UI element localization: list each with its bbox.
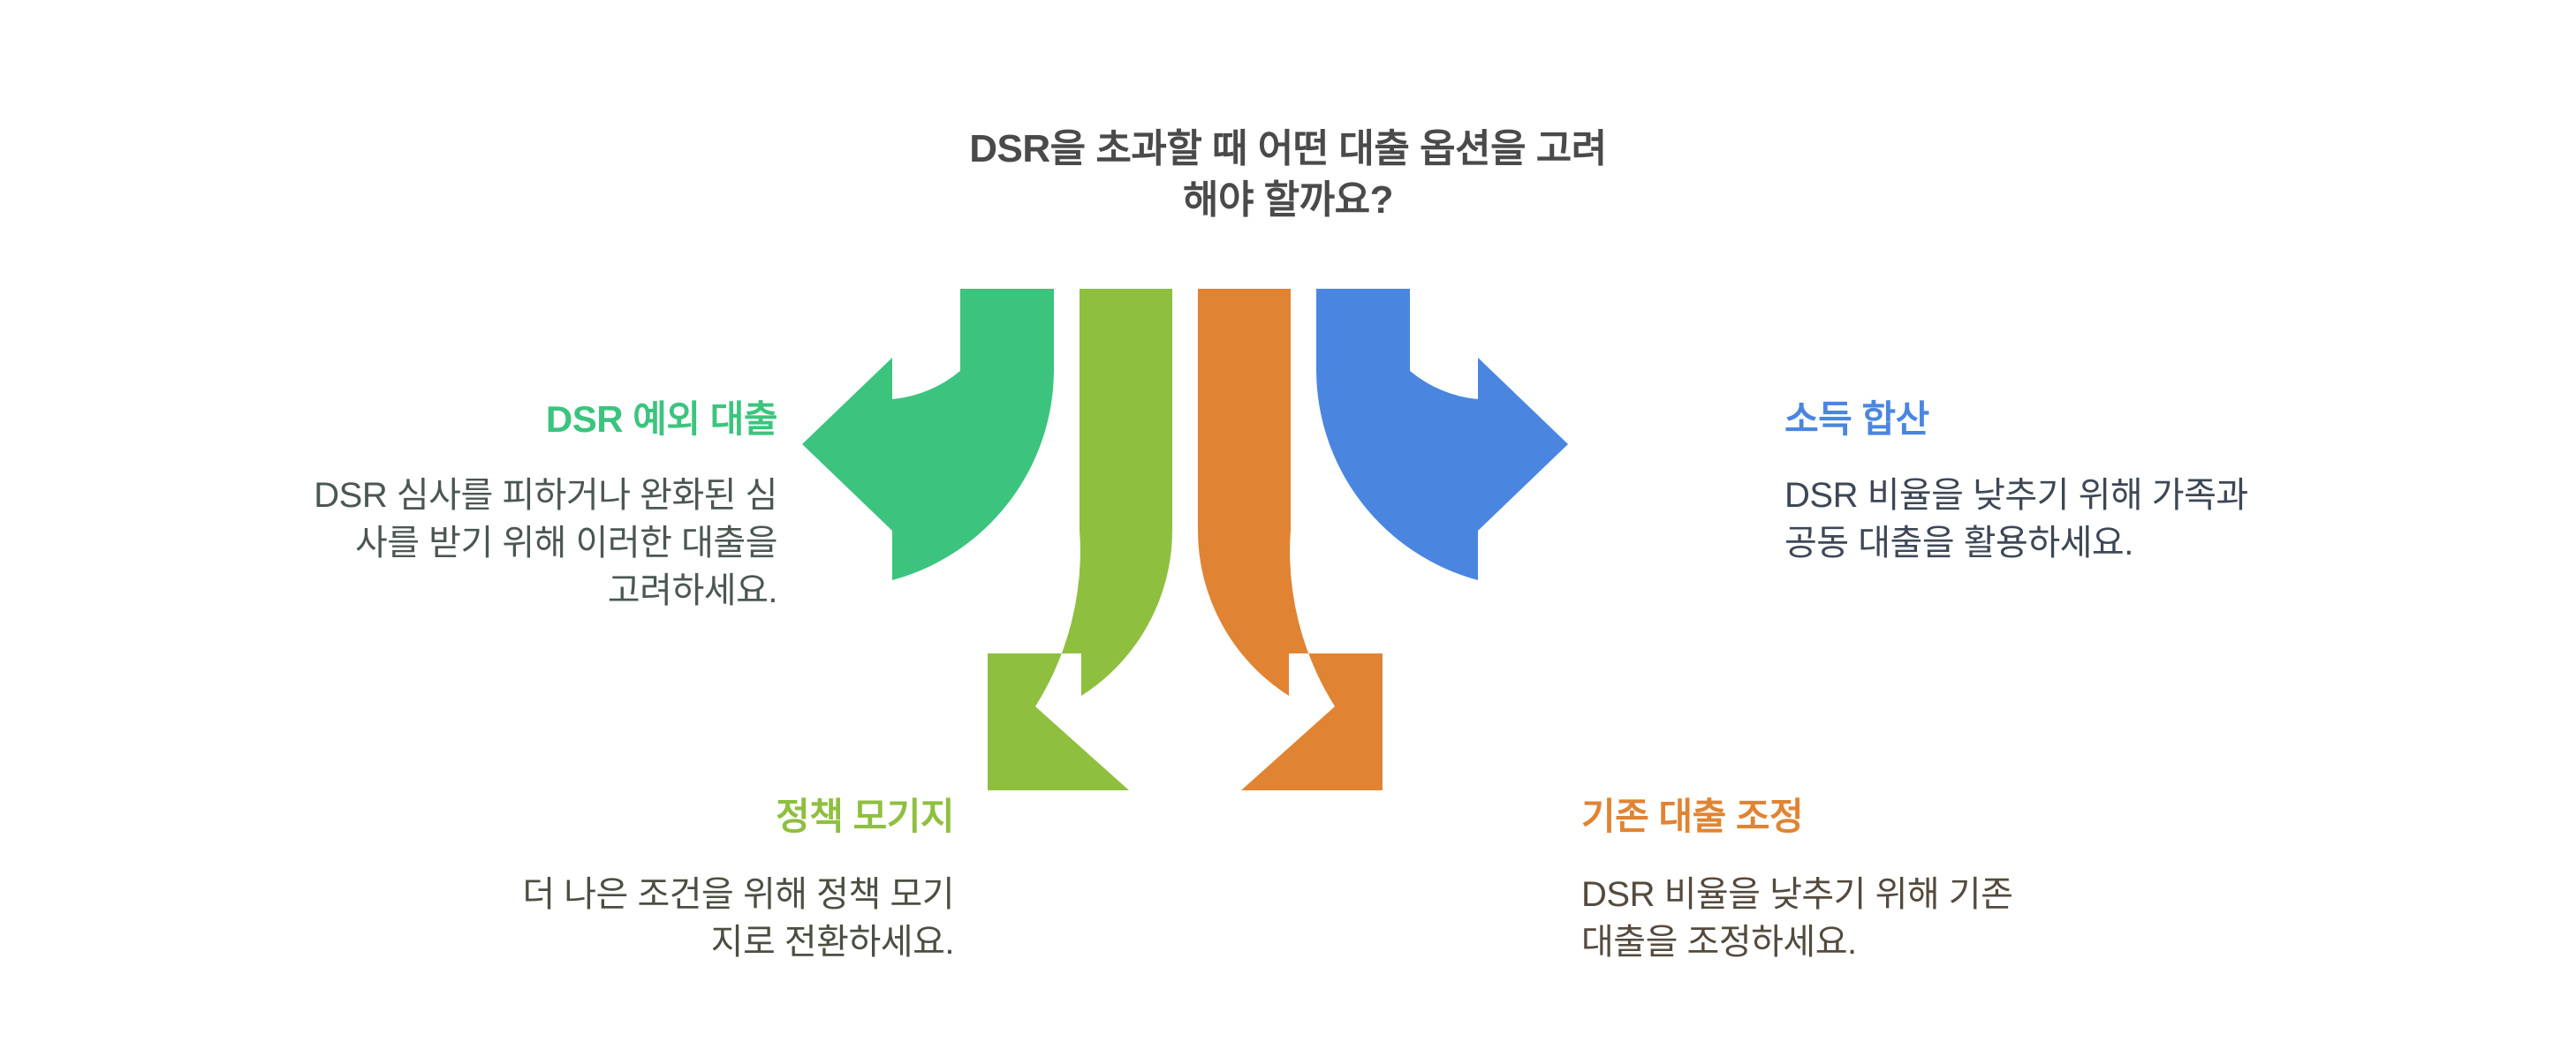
curved-arrow-right-icon <box>1316 289 1568 580</box>
node-heading-income-aggregation: 소득 합산 <box>1784 398 1929 440</box>
node-body-policy-mortgage: 더 나은 조건을 위해 정책 모기 지로 전환하세요. <box>522 875 954 963</box>
node-body-existing-loan-adjustment: DSR 비율을 낮추기 위해 기존 대출을 조정하세요. <box>1581 875 2013 963</box>
node-income-aggregation: 소득 합산 DSR 비율을 낮추기 위해 가족과 공동 대출을 활용하세요. <box>1784 397 2544 567</box>
node-heading-existing-loan-adjustment: 기존 대출 조정 <box>1581 796 1804 837</box>
page-title: DSR을 초과할 때 어떤 대출 옵션을 고려 해야 할까요? <box>969 127 1607 223</box>
curved-arrow-down-right-icon <box>1197 289 1383 790</box>
node-body-income-aggregation: DSR 비율을 낮추기 위해 가족과 공동 대출을 활용하세요. <box>1784 476 2248 563</box>
node-heading-dsr-exception-loan: DSR 예외 대출 <box>545 398 778 440</box>
node-dsr-exception-loan: DSR 예외 대출 DSR 심사를 피하거나 완화된 심 사를 받기 위해 이러… <box>35 397 777 615</box>
node-existing-loan-adjustment: 기존 대출 조정 DSR 비율을 낮추기 위해 기존 대출을 조정하세요. <box>1581 795 2341 966</box>
node-heading-policy-mortgage: 정책 모기지 <box>776 796 954 837</box>
curved-arrow-left-icon <box>802 289 1054 580</box>
curved-arrow-down-left-icon <box>988 289 1173 790</box>
node-body-dsr-exception-loan: DSR 심사를 피하거나 완화된 심 사를 받기 위해 이러한 대출을 고려하세… <box>314 476 777 611</box>
node-policy-mortgage: 정책 모기지 더 나은 조건을 위해 정책 모기 지로 전환하세요. <box>221 795 954 966</box>
